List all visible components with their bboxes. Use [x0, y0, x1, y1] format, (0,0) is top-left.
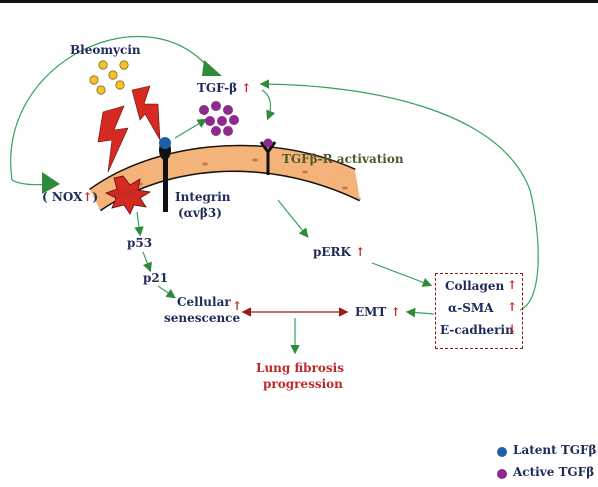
label-nox-group: ( NOX↑) — [42, 190, 98, 204]
label-p21: p21 — [143, 271, 169, 285]
arrow-p53-to-p21 — [142, 251, 152, 273]
ros-burst — [104, 175, 152, 215]
markers-box — [435, 273, 523, 349]
arrow-p21-to-cellular — [157, 285, 176, 299]
active-tgfb-cluster — [199, 101, 239, 136]
label-emt: EMT — [355, 305, 387, 319]
senescence-up-arrow: ↑ — [232, 299, 243, 313]
arrow-integrin-to-tgfb — [174, 118, 208, 139]
lightning-bolt-right — [131, 85, 161, 141]
legend-active-label: Active TGFβ — [513, 465, 595, 479]
emt-up-arrow: ↑ — [390, 305, 401, 319]
perk-up-arrow: ↑ — [355, 245, 366, 259]
top-border — [0, 0, 598, 3]
label-cellular: Cellular — [177, 295, 231, 309]
active-tgfb-bound — [263, 138, 273, 148]
arrow-tgfb-to-receptor — [261, 89, 276, 121]
nox-up-arrow: ↑ — [82, 190, 93, 204]
label-tgfb-group: TGF-β ↑ — [197, 81, 251, 95]
latent-tgfb-on-integrin — [159, 137, 171, 149]
label-nox: ( NOX — [42, 190, 83, 204]
lightning-bolt-left — [97, 105, 129, 173]
feedback-arrow-emt-to-tgfb — [259, 79, 539, 311]
membrane-dots — [137, 158, 348, 190]
label-progression: progression — [263, 377, 343, 391]
membrane-fill — [90, 146, 360, 210]
legend-latent-label: Latent TGFβ — [513, 443, 597, 457]
label-collagen: Collagen — [445, 279, 505, 293]
label-bleomycin: Bleomycin — [70, 43, 141, 57]
label-lung-fibrosis: Lung fibrosis — [256, 361, 344, 375]
integrin-stalk — [163, 150, 168, 212]
label-integrin-sub: (αvβ3) — [178, 206, 222, 220]
collagen-up-arrow: ↑ — [507, 278, 518, 292]
label-nox-close: ) — [92, 190, 99, 204]
label-perk-group: pERK ↑ — [313, 245, 365, 259]
big-arrowhead-tgfb — [202, 60, 222, 76]
label-ros: ROS — [113, 189, 138, 200]
bleomycin-molecules — [89, 60, 129, 95]
legend-latent-dot — [497, 447, 507, 457]
label-tgfb: TGF-β — [197, 81, 238, 95]
label-tgfbr-activation: TGFβ-R activation — [282, 152, 404, 166]
arrow-ros-to-p53 — [134, 211, 144, 237]
tgfb-receptor — [259, 141, 277, 175]
asma-up-arrow: ↑ — [507, 300, 518, 314]
label-emt-group: EMT ↑ — [355, 305, 401, 319]
label-p53: p53 — [127, 236, 153, 250]
label-ecadherin: E-cadherin — [440, 323, 514, 337]
feedback-arrow-to-tgfb — [10, 35, 213, 181]
arrow-markers-to-emt — [405, 307, 435, 318]
arrow-receptor-to-perk — [277, 199, 309, 238]
label-asma: α-SMA — [448, 301, 494, 315]
tgfb-up-arrow: ↑ — [241, 81, 252, 95]
big-arrowhead-nox — [42, 172, 60, 194]
arrow-perk-to-markers — [371, 262, 433, 287]
label-perk: pERK — [313, 245, 351, 259]
ecadherin-down-arrow: ↓ — [507, 322, 518, 336]
label-senescence: senescence — [164, 311, 241, 325]
legend-active-dot — [497, 469, 507, 479]
label-integrin: Integrin — [175, 190, 231, 204]
